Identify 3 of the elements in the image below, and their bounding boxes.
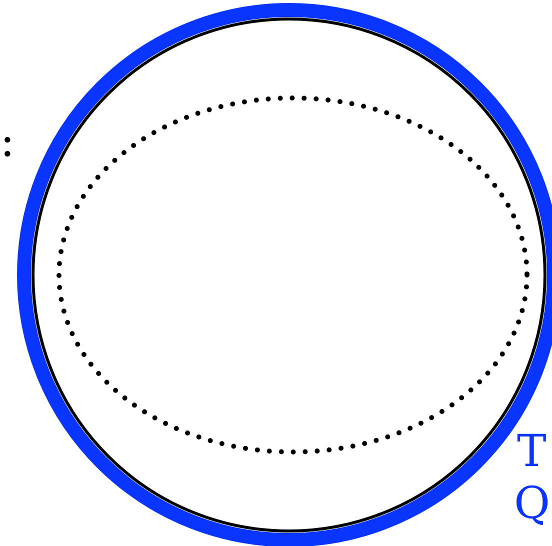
label-text: Q <box>514 482 550 526</box>
label-text: T <box>517 430 546 474</box>
label-text: : <box>0 120 15 164</box>
